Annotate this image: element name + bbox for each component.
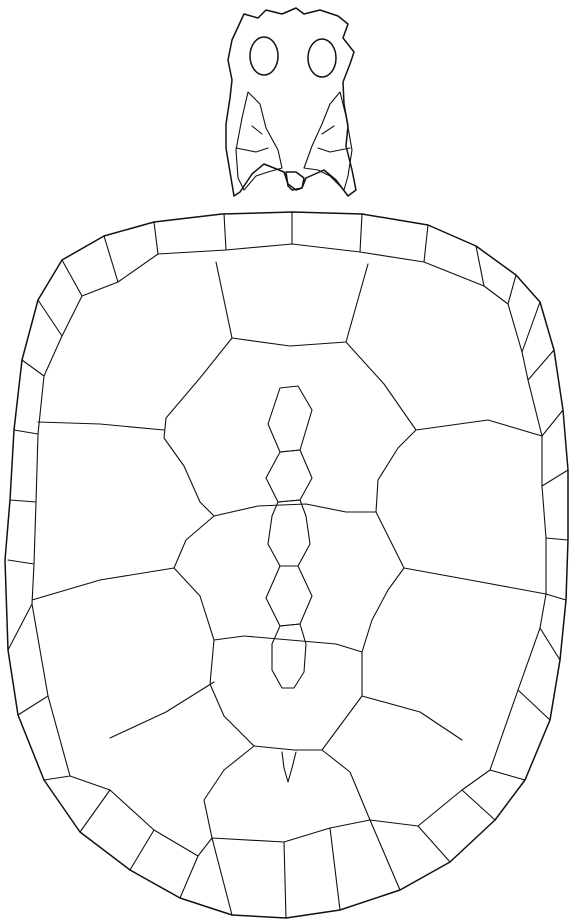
carapace (5, 212, 568, 918)
premaxilla (286, 172, 304, 190)
neural-plate-2 (266, 450, 312, 502)
costal-lines (32, 420, 546, 740)
skull (226, 8, 356, 196)
left-temporal-opening (236, 92, 282, 190)
right-jaw-detail (318, 126, 350, 152)
vertebral-5 (204, 746, 370, 838)
carapace-outline (5, 212, 568, 918)
marginal-inner-boundary (32, 244, 546, 856)
marginal-sutures (8, 212, 568, 918)
vertebral-4 (210, 640, 362, 750)
right-orbit (308, 39, 336, 77)
vertebral-1 (216, 262, 368, 346)
neural-plate-3 (268, 500, 310, 566)
left-jaw-detail (236, 126, 268, 152)
left-orbit (250, 37, 278, 75)
vertebral-2 (164, 338, 416, 516)
neural-plates (266, 386, 312, 688)
vertebral-3 (174, 512, 404, 652)
neural-plate-4 (266, 566, 312, 626)
neural-plate-1 (268, 386, 312, 452)
neural-plate-5 (272, 624, 306, 688)
nuchal-notch (282, 752, 296, 782)
